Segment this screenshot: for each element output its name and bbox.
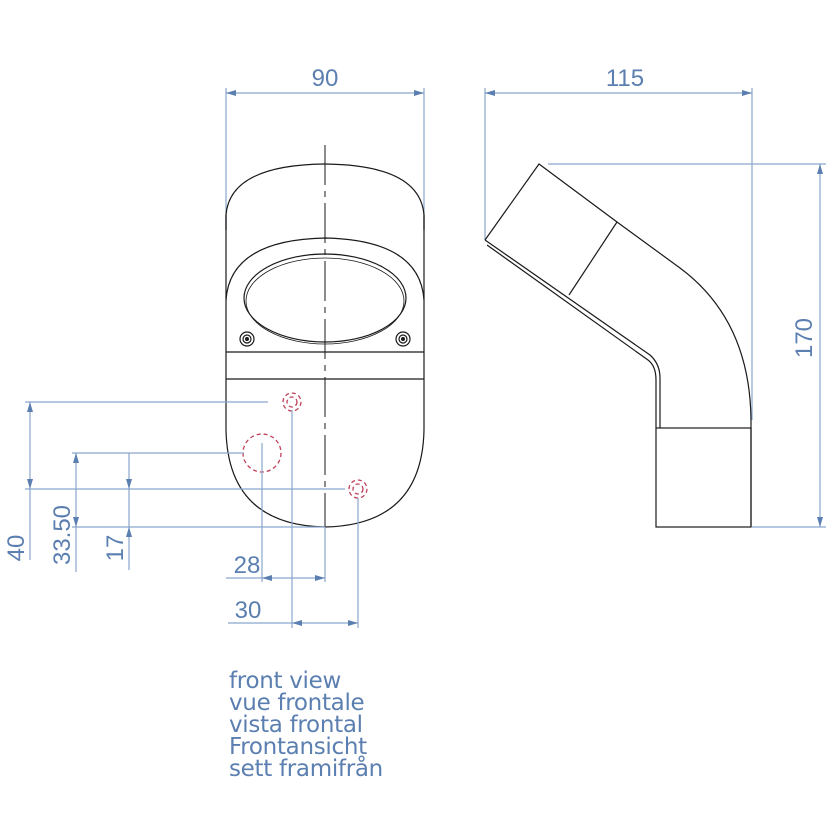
view-caption: front view vue frontale vista frontal Fr… [229,668,383,782]
dimension-depth-115 [484,88,753,420]
dim-label-170: 170 [791,318,818,358]
side-body-outline [484,163,752,528]
caption-line-en: front view [229,668,341,694]
dimension-lines-horizontal [226,410,359,628]
side-view: 115 170 [484,65,826,528]
dim-label-28: 28 [234,552,261,579]
dim-label-115: 115 [606,65,644,92]
dimension-lines-vertical [25,401,345,572]
front-body-outline [225,163,425,528]
dimension-height-170 [548,163,826,528]
dim-label-90: 90 [312,65,339,92]
dim-label-40: 40 [3,535,30,562]
dim-label-17: 17 [102,535,129,562]
front-view: 90 [3,65,425,628]
caption-line-sv: sett framifrån [229,756,383,782]
dim-label-30: 30 [235,597,262,624]
caption-line-es: vista frontal [229,712,363,738]
dimension-width-90 [225,88,425,230]
caption-line-fr: vue frontale [229,690,365,716]
dim-label-33-50: 33.50 [49,505,76,565]
caption-line-de: Frontansicht [229,734,367,760]
